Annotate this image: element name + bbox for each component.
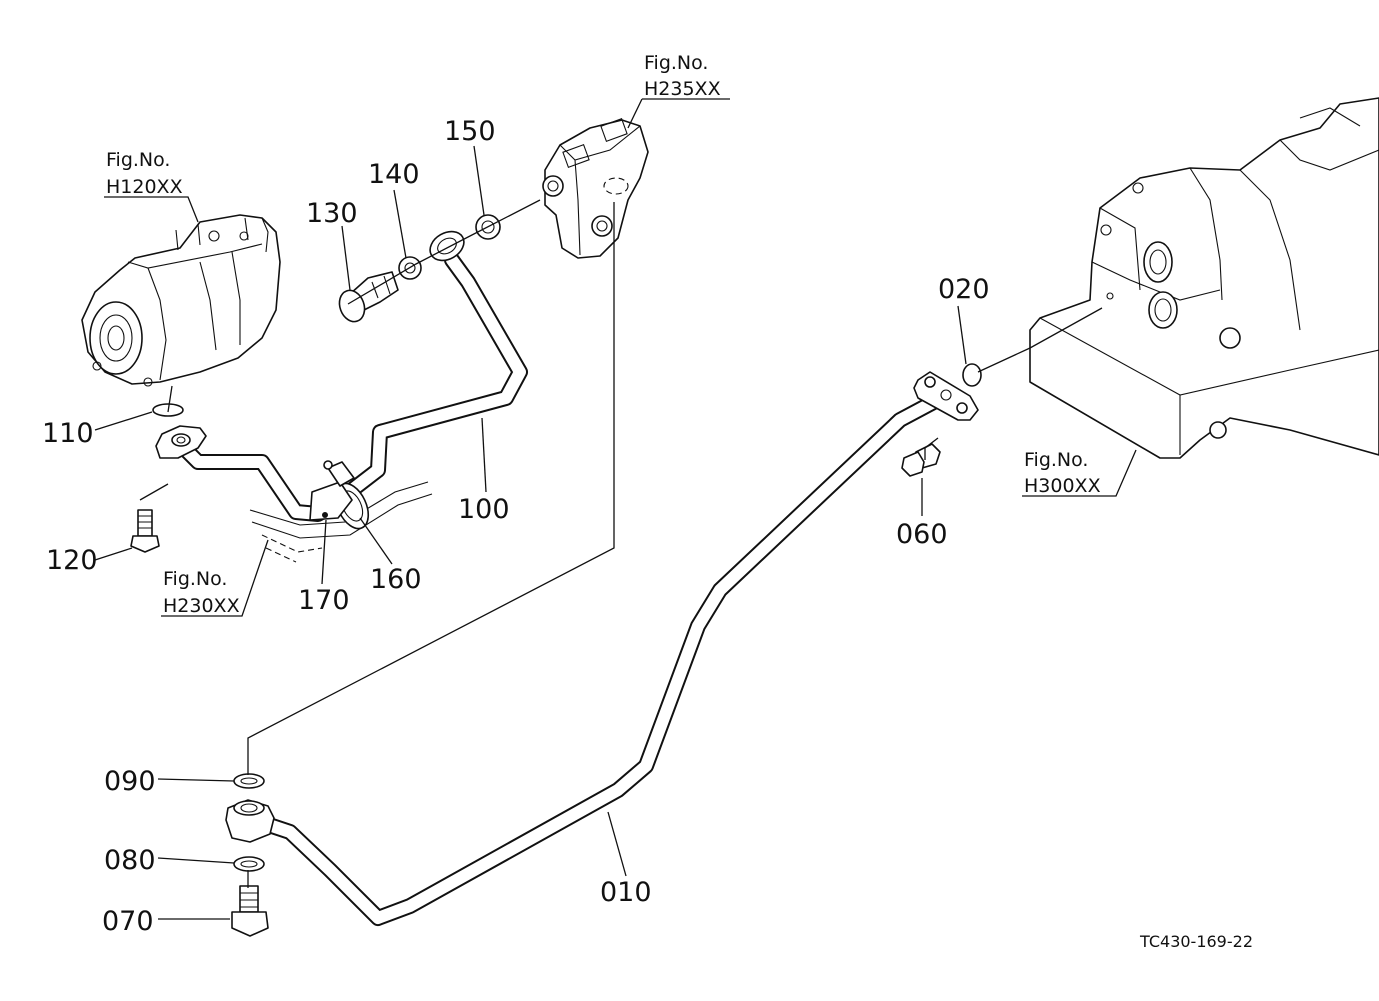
figure-ref-code: H235XX <box>644 78 721 100</box>
part-label-170: 170 <box>298 585 350 616</box>
figure-ref-code: H300XX <box>1024 475 1101 497</box>
part-label-020: 020 <box>938 274 990 305</box>
bolt-060 <box>901 443 941 477</box>
banjo-eye-010 <box>225 799 275 843</box>
figure-ref-h300xx: Fig.No. H300XX <box>1024 449 1101 497</box>
part-label-080: 080 <box>104 845 156 876</box>
part-label-010: 010 <box>600 877 652 908</box>
pipe-flange-transmission <box>913 371 979 421</box>
part-label-150: 150 <box>444 116 496 147</box>
pipe-flange-pump <box>155 425 207 459</box>
banjo-bolt-070 <box>231 885 269 937</box>
figure-ref-label: Fig.No. <box>644 52 708 74</box>
part-label-140: 140 <box>368 159 420 190</box>
part-label-060: 060 <box>896 519 948 550</box>
part-label-110: 110 <box>42 418 94 449</box>
figure-ref-h230xx: Fig.No. H230XX <box>163 568 240 617</box>
figure-ref-h235xx: Fig.No. H235XX <box>644 52 721 100</box>
part-label-090: 090 <box>104 766 156 797</box>
valve-block <box>542 118 649 259</box>
figure-ref-code: H120XX <box>106 176 183 198</box>
figure-ref-code: H230XX <box>163 595 240 617</box>
part-label-070: 070 <box>102 906 154 937</box>
figure-ref-label: Fig.No. <box>106 149 170 171</box>
leader-lines <box>94 98 1137 920</box>
figure-ref-h120xx: Fig.No. H120XX <box>106 149 183 198</box>
washer-090 <box>233 773 265 789</box>
pipe-010 <box>252 388 953 926</box>
figure-ref-label: Fig.No. <box>1024 449 1088 471</box>
part-label-120: 120 <box>46 545 98 576</box>
washer-080 <box>233 856 265 872</box>
hydraulic-pump <box>81 214 281 387</box>
clamp-160 <box>309 460 370 530</box>
part-label-130: 130 <box>306 198 358 229</box>
transmission-housing <box>1029 97 1379 459</box>
part-label-160: 160 <box>370 564 422 595</box>
bolt-120 <box>130 509 160 553</box>
banjo-eye-100 <box>429 230 465 262</box>
o-ring-020 <box>962 363 982 387</box>
part-label-100: 100 <box>458 494 510 525</box>
drawing-code: TC430-169-22 <box>1139 932 1253 951</box>
figure-ref-label: Fig.No. <box>163 568 227 590</box>
